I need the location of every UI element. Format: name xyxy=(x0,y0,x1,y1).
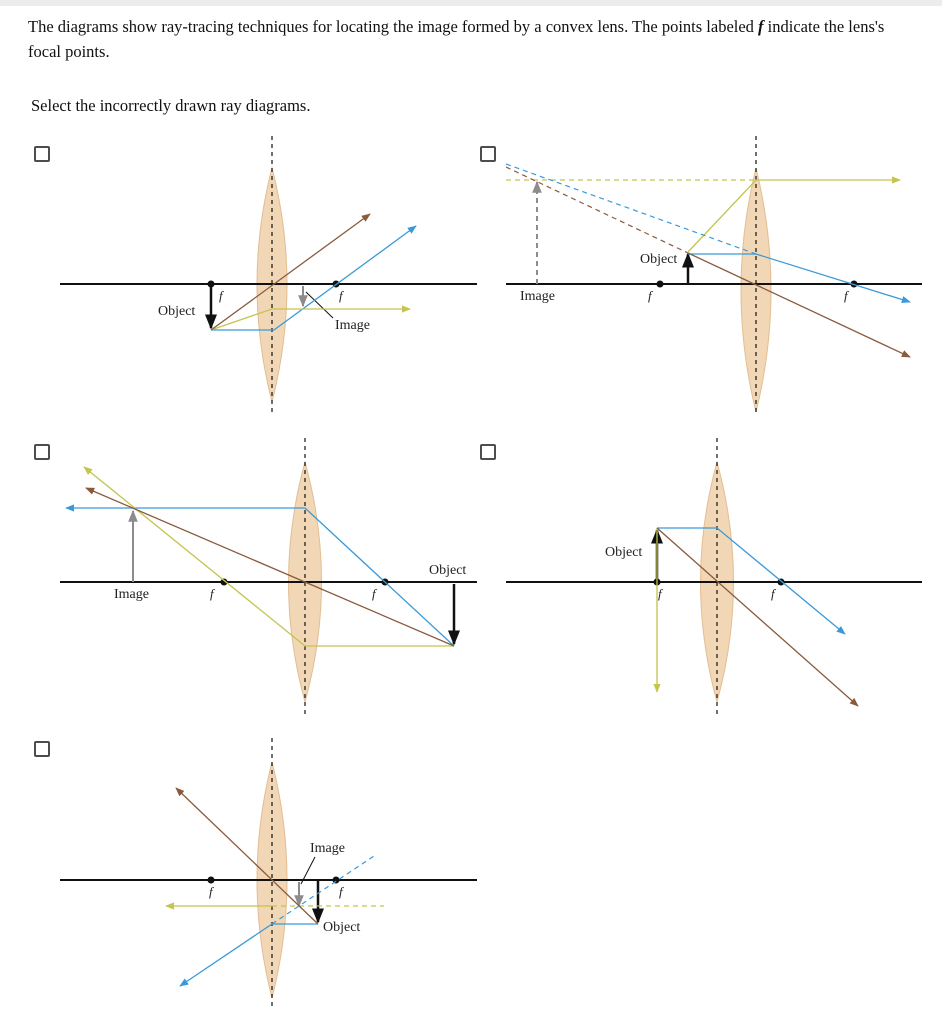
object-label-1: Object xyxy=(158,304,195,319)
diagram-3-group: f f Object Image xyxy=(60,438,477,716)
image-label-5: Image xyxy=(310,841,345,856)
brown-ray-5 xyxy=(175,787,319,925)
focal-point-left-3 xyxy=(220,578,228,586)
olive-ray-3 xyxy=(83,466,454,647)
blue-dashed-5 xyxy=(271,855,375,925)
olive-ray-1 xyxy=(210,305,411,331)
focal-symbol: f xyxy=(758,17,764,36)
option-1-checkbox[interactable] xyxy=(34,146,50,162)
olive-ray-2 xyxy=(687,176,901,253)
blue-ray-2 xyxy=(688,253,911,304)
f-label-right-5: f xyxy=(339,884,345,899)
brown-ray-3 xyxy=(85,487,455,647)
object-label-5: Object xyxy=(323,920,360,935)
option-5-checkbox[interactable] xyxy=(34,741,50,757)
diagram-4-group: f f Object xyxy=(506,438,922,716)
focal-point-left-5 xyxy=(207,876,215,884)
focal-point-right-5 xyxy=(332,876,340,884)
image-label-3: Image xyxy=(114,587,149,602)
focal-point-left-1 xyxy=(207,280,215,288)
question-text: The diagrams show ray-tracing techniques… xyxy=(28,17,885,61)
f-label-right-4: f xyxy=(771,586,777,601)
image-leader-5 xyxy=(300,856,316,885)
diagram-1-group: f f Object Image xyxy=(60,136,477,416)
f-label-right-2: f xyxy=(844,288,850,303)
f-label-left-4: f xyxy=(658,586,664,601)
f-label-left-5: f xyxy=(209,884,215,899)
f-label-left-1: f xyxy=(219,288,225,303)
image-leader-1 xyxy=(305,291,334,319)
brown-dashed-2 xyxy=(505,166,689,254)
diagram-2-group: f f Object Image xyxy=(505,136,922,416)
diagram-5-group: f f Object Image xyxy=(60,738,477,1010)
blue-ray-4 xyxy=(657,527,846,635)
f-label-left-2: f xyxy=(648,288,654,303)
blue-ray-1 xyxy=(211,225,417,331)
focal-point-left-2 xyxy=(656,280,664,288)
brown-ray-2 xyxy=(687,252,911,358)
brown-ray-1 xyxy=(210,213,371,331)
object-label-4: Object xyxy=(605,545,642,560)
object-label-3: Object xyxy=(429,563,466,578)
instruction-text: Select the incorrectly drawn ray diagram… xyxy=(31,96,311,115)
image-label-1: Image xyxy=(335,318,370,333)
blue-dashed-2 xyxy=(505,163,757,255)
brown-ray-4 xyxy=(656,527,859,707)
top-border xyxy=(0,0,942,6)
option-4-checkbox[interactable] xyxy=(480,444,496,460)
option-3-checkbox[interactable] xyxy=(34,444,50,460)
f-label-left-3: f xyxy=(210,586,216,601)
object-label-2: Object xyxy=(640,252,677,267)
f-label-right-1: f xyxy=(339,288,345,303)
f-label-right-3: f xyxy=(372,586,378,601)
option-2-checkbox[interactable] xyxy=(480,146,496,162)
blue-ray-3 xyxy=(65,504,455,647)
image-label-2: Image xyxy=(520,289,555,304)
blue-ray-5 xyxy=(179,923,318,987)
